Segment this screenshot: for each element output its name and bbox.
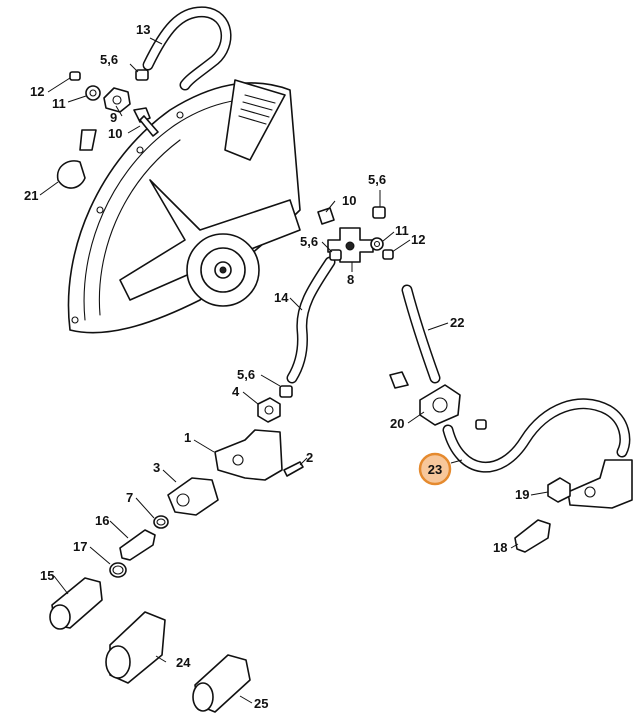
callout-14: 14 xyxy=(274,290,289,305)
callout-9: 9 xyxy=(110,110,117,125)
callout-5-6-right: 5,6 xyxy=(368,172,386,187)
hose-23 xyxy=(442,398,631,473)
callout-13: 13 xyxy=(136,22,150,37)
callout-4: 4 xyxy=(232,384,240,399)
callout-19: 19 xyxy=(515,487,529,502)
callout-12-right: 12 xyxy=(411,232,425,247)
callout-15: 15 xyxy=(40,568,54,583)
callout-labels: 13 5,6 12 11 9 10 21 10 5,6 11 12 5,6 8 … xyxy=(24,22,529,711)
highlight-circle xyxy=(418,452,452,486)
callout-17: 17 xyxy=(73,539,87,554)
callout-3: 3 xyxy=(153,460,160,475)
callout-7: 7 xyxy=(126,490,133,505)
callout-23-highlight[interactable]: 23 xyxy=(418,452,452,486)
callout-16: 16 xyxy=(95,513,109,528)
callout-5-6-mid: 5,6 xyxy=(300,234,318,249)
callout-8: 8 xyxy=(347,272,354,287)
callout-10-right: 10 xyxy=(342,193,356,208)
callout-25: 25 xyxy=(254,696,268,711)
callout-20: 20 xyxy=(390,416,404,431)
callout-21: 21 xyxy=(24,188,38,203)
callout-10-left: 10 xyxy=(108,126,122,141)
callout-2: 2 xyxy=(306,450,313,465)
fittings xyxy=(49,69,633,713)
callout-11-left: 11 xyxy=(52,96,66,111)
leader-lines xyxy=(39,37,549,704)
callout-22: 22 xyxy=(450,315,464,330)
callout-18: 18 xyxy=(493,540,507,555)
callout-11-right: 11 xyxy=(395,223,409,238)
callout-5-6-top: 5,6 xyxy=(100,52,118,67)
hose-22 xyxy=(401,284,441,384)
callout-1: 1 xyxy=(184,430,191,445)
callout-23: 23 xyxy=(428,462,442,477)
hose-13 xyxy=(142,6,232,91)
callout-5-6-lower: 5,6 xyxy=(237,367,255,382)
hose-14 xyxy=(286,256,336,384)
callout-24: 24 xyxy=(176,655,191,670)
callout-12-left: 12 xyxy=(30,84,44,99)
blade-guard xyxy=(67,79,301,334)
